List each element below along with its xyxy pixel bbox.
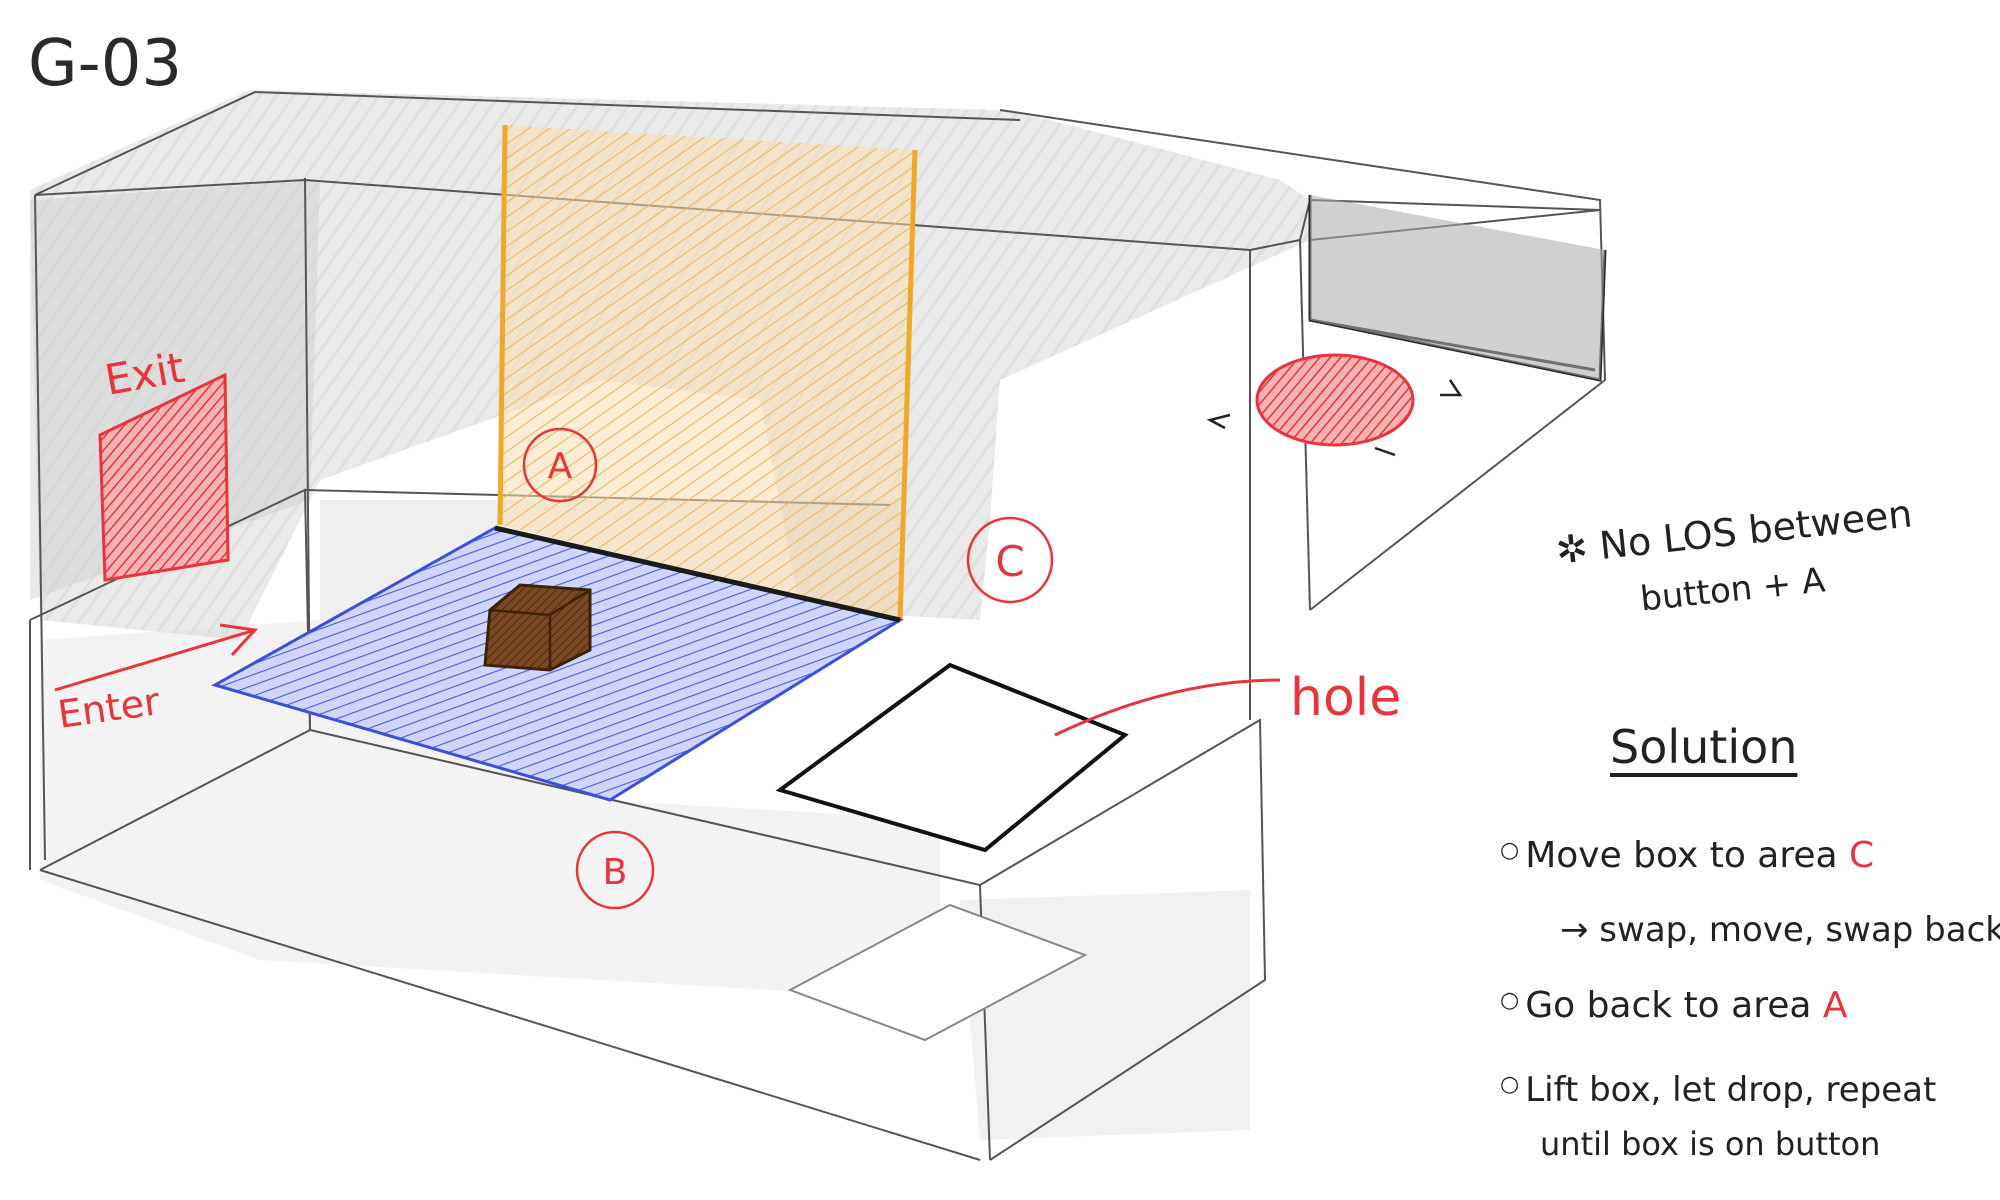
area-a-letter: A [548,446,573,487]
solution-heading: Solution [1610,720,1797,774]
solution-step-1: ○Move box to area C [1500,835,1874,876]
bullet-icon: ○ [1500,838,1519,863]
star-icon: ✲ [1554,526,1590,573]
step-2-text: Go back to area [1525,985,1823,1026]
step-2-area: A [1823,985,1848,1026]
solution-step-3-cont: until box is on button [1540,1125,1880,1163]
step-1-area: C [1849,835,1874,876]
bullet-icon: ○ [1500,1072,1519,1097]
area-c-letter: C [995,537,1024,586]
step-1-text: Move box to area [1525,835,1849,876]
area-b-letter: B [603,852,628,893]
bullet-icon: ○ [1500,988,1519,1013]
button-target [1210,355,1460,455]
notes-panel: ✲ No LOS between button + A Solution ○Mo… [1460,0,1980,1200]
solution-step-2: ○Go back to area A [1500,985,1848,1026]
solution-step-1-sub: → swap, move, swap back [1560,910,2000,950]
step-3-text: Lift box, let drop, repeat [1525,1070,1936,1110]
los-note-line1: ✲ No LOS between [1554,491,1915,572]
level-title: G-03 [28,27,182,101]
hole-label: hole [1290,668,1401,728]
los-note-line2: button + A [1638,560,1827,619]
solution-step-3: ○Lift box, let drop, repeat [1500,1070,1936,1110]
los-note-text: No LOS between [1597,491,1914,568]
